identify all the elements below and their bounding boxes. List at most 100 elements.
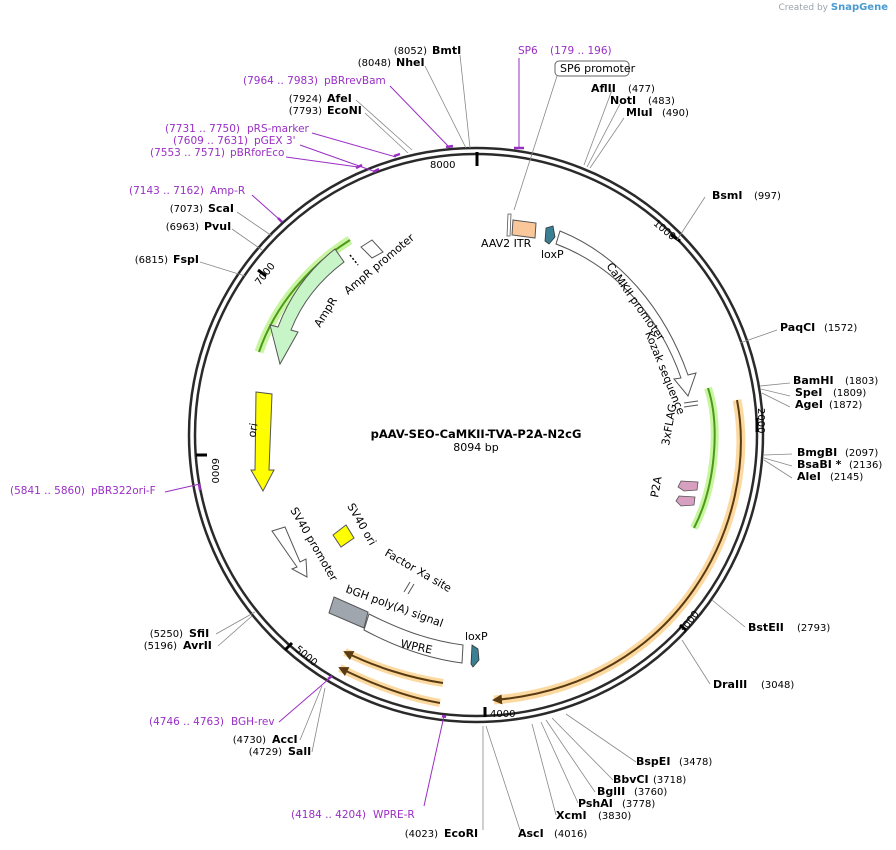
feature-p2a[interactable]: P2A: [648, 475, 696, 507]
enzyme-pos: (1803): [845, 376, 878, 387]
label-camkii-promoter: CaMKII promoter: [604, 260, 668, 343]
enzyme-pos: (4729): [249, 747, 282, 758]
enzyme-name: AscI: [518, 827, 544, 840]
primer-name: WPRE-R: [373, 809, 415, 821]
label-p2a: P2A: [648, 475, 665, 499]
enzyme-name: PvuI: [204, 220, 231, 233]
enzyme-pos: (6963): [166, 222, 199, 233]
enzyme-pos: (997): [754, 191, 781, 202]
enzyme-name: EcoNI: [327, 104, 362, 117]
label-factor-xa: Factor Xa site: [383, 546, 454, 595]
feature-sv40-promoter[interactable]: SV40 promoter: [271, 505, 340, 584]
feature-cds-green[interactable]: [690, 386, 719, 530]
enzyme-name: BsmI: [712, 189, 743, 202]
enzyme-name: BstEII: [748, 621, 784, 634]
enzyme-pos: (2097): [845, 448, 878, 459]
enzyme-pos: (3048): [761, 680, 794, 691]
enzyme-name: BsaBI *: [797, 458, 842, 471]
primer-name: pBRforEco: [230, 147, 284, 159]
feature-ampr-promoter[interactable]: AmpR promoter: [342, 231, 418, 297]
enzyme-pos: (7793): [289, 106, 322, 117]
enzyme-pos: (5196): [144, 641, 177, 652]
enzyme-name: AleI: [797, 470, 821, 483]
enzyme-pos: (1872): [829, 400, 862, 411]
tick-6000: 6000: [209, 458, 220, 483]
plasmid-size: 8094 bp: [453, 441, 498, 454]
tick-8000: 8000: [430, 160, 455, 171]
feature-ori[interactable]: ori: [245, 391, 275, 493]
primer-range: (4184 .. 4204): [291, 809, 366, 821]
snapgene-credit: Created by SnapGene: [778, 2, 888, 13]
enzyme-pos: (7924): [289, 94, 322, 105]
feature-aav2-itr[interactable]: AAV2 ITR: [481, 213, 537, 250]
enzyme-name: BmtI: [432, 44, 461, 57]
primer-range: (7609 .. 7631): [173, 135, 248, 147]
enzyme-pos: (3718): [653, 775, 686, 786]
feature-3xflag[interactable]: 3xFLAG: [659, 403, 699, 492]
feature-wpre[interactable]: WPRE: [363, 613, 464, 664]
enzyme-pos: (3760): [634, 787, 667, 798]
tick-4000: 4000: [490, 709, 515, 720]
enzyme-pos: (8052): [394, 46, 427, 57]
primer-range: (7964 .. 7983): [243, 75, 318, 87]
enzyme-pos: (490): [662, 108, 689, 119]
feature-cds-lower[interactable]: [338, 648, 444, 707]
label-ori: ori: [245, 422, 260, 438]
label-loxp-1: loxP: [541, 248, 564, 261]
enzyme-name: AgeI: [795, 398, 823, 411]
enzyme-name: BmgBI: [797, 446, 837, 459]
feature-ampr[interactable]: AmpR: [254, 236, 353, 366]
enzyme-pos: (2145): [830, 472, 863, 483]
enzyme-name: BspEI: [636, 755, 670, 768]
feature-loxp-1[interactable]: loxP: [541, 225, 564, 261]
primer-name: pBRrevBam: [324, 75, 386, 87]
enzyme-pos: (483): [648, 96, 675, 107]
credit-prefix: Created by: [778, 3, 828, 13]
feature-camkii-promoter[interactable]: CaMKII promoter: [555, 230, 697, 398]
enzyme-name: NotI: [610, 94, 636, 107]
snapgene-logo: SnapGene: [830, 2, 888, 13]
enzyme-name: SpeI: [795, 386, 822, 399]
label-sp6-promoter: SP6 promoter: [560, 62, 636, 75]
enzyme-pos: (8048): [358, 58, 391, 69]
tick-2000: 2000: [755, 408, 766, 433]
label-aav2-itr: AAV2 ITR: [481, 237, 532, 250]
primer-name: pBR322ori-F: [91, 485, 156, 497]
enzyme-name: AvrII: [183, 639, 212, 652]
feature-cds-orange[interactable]: [492, 399, 746, 705]
label-3xflag: 3xFLAG: [659, 403, 679, 447]
enzyme-name: PshAI: [578, 797, 613, 810]
label-ampr: AmpR: [312, 295, 341, 330]
enzyme-name: XcmI: [556, 809, 587, 822]
label-loxp-2: loxP: [465, 630, 488, 643]
tick-1000: 1000: [651, 218, 678, 243]
feature-sv40-ori[interactable]: SV40 ori: [332, 501, 379, 548]
enzyme-pos: (2793): [797, 623, 830, 634]
enzyme-name: BglII: [597, 785, 625, 798]
enzyme-name: EcoRI: [444, 827, 478, 840]
enzyme-name: BbvCI: [613, 773, 649, 786]
primer-range: (7143 .. 7162): [129, 185, 204, 197]
primer-marks: [197, 144, 524, 719]
tick-marks: [196, 152, 759, 717]
enzyme-name: MluI: [626, 106, 653, 119]
feature-loxp-2[interactable]: loxP: [465, 630, 488, 668]
enzyme-labels: (8052) BmtI (8048) NheI (7924) AfeI (779…: [135, 44, 883, 840]
enzyme-pos: (3830): [598, 811, 631, 822]
feature-factor-xa[interactable]: Factor Xa site: [383, 546, 454, 595]
feature-sp6-promoter[interactable]: SP6 promoter: [513, 60, 636, 211]
primer-leaders: [164, 58, 520, 807]
enzyme-name: AfeI: [327, 92, 352, 105]
enzyme-name: BamHI: [793, 374, 834, 387]
enzyme-pos: (6815): [135, 255, 168, 266]
enzyme-pos: (477): [628, 84, 655, 95]
enzyme-pos: (5250): [150, 629, 183, 640]
plasmid-name: pAAV-SEO-CaMKII-TVA-P2A-N2cG: [371, 427, 582, 441]
primer-name: BGH-rev: [231, 716, 275, 728]
primer-name: pGEX 3': [254, 135, 296, 147]
primer-labels: SP6 (179 .. 196) (7964 .. 7983) pBRrevBa…: [10, 45, 612, 821]
primer-name: SP6: [518, 45, 538, 57]
primer-range: (7553 .. 7571): [150, 147, 225, 159]
primer-range: (4746 .. 4763): [149, 716, 224, 728]
